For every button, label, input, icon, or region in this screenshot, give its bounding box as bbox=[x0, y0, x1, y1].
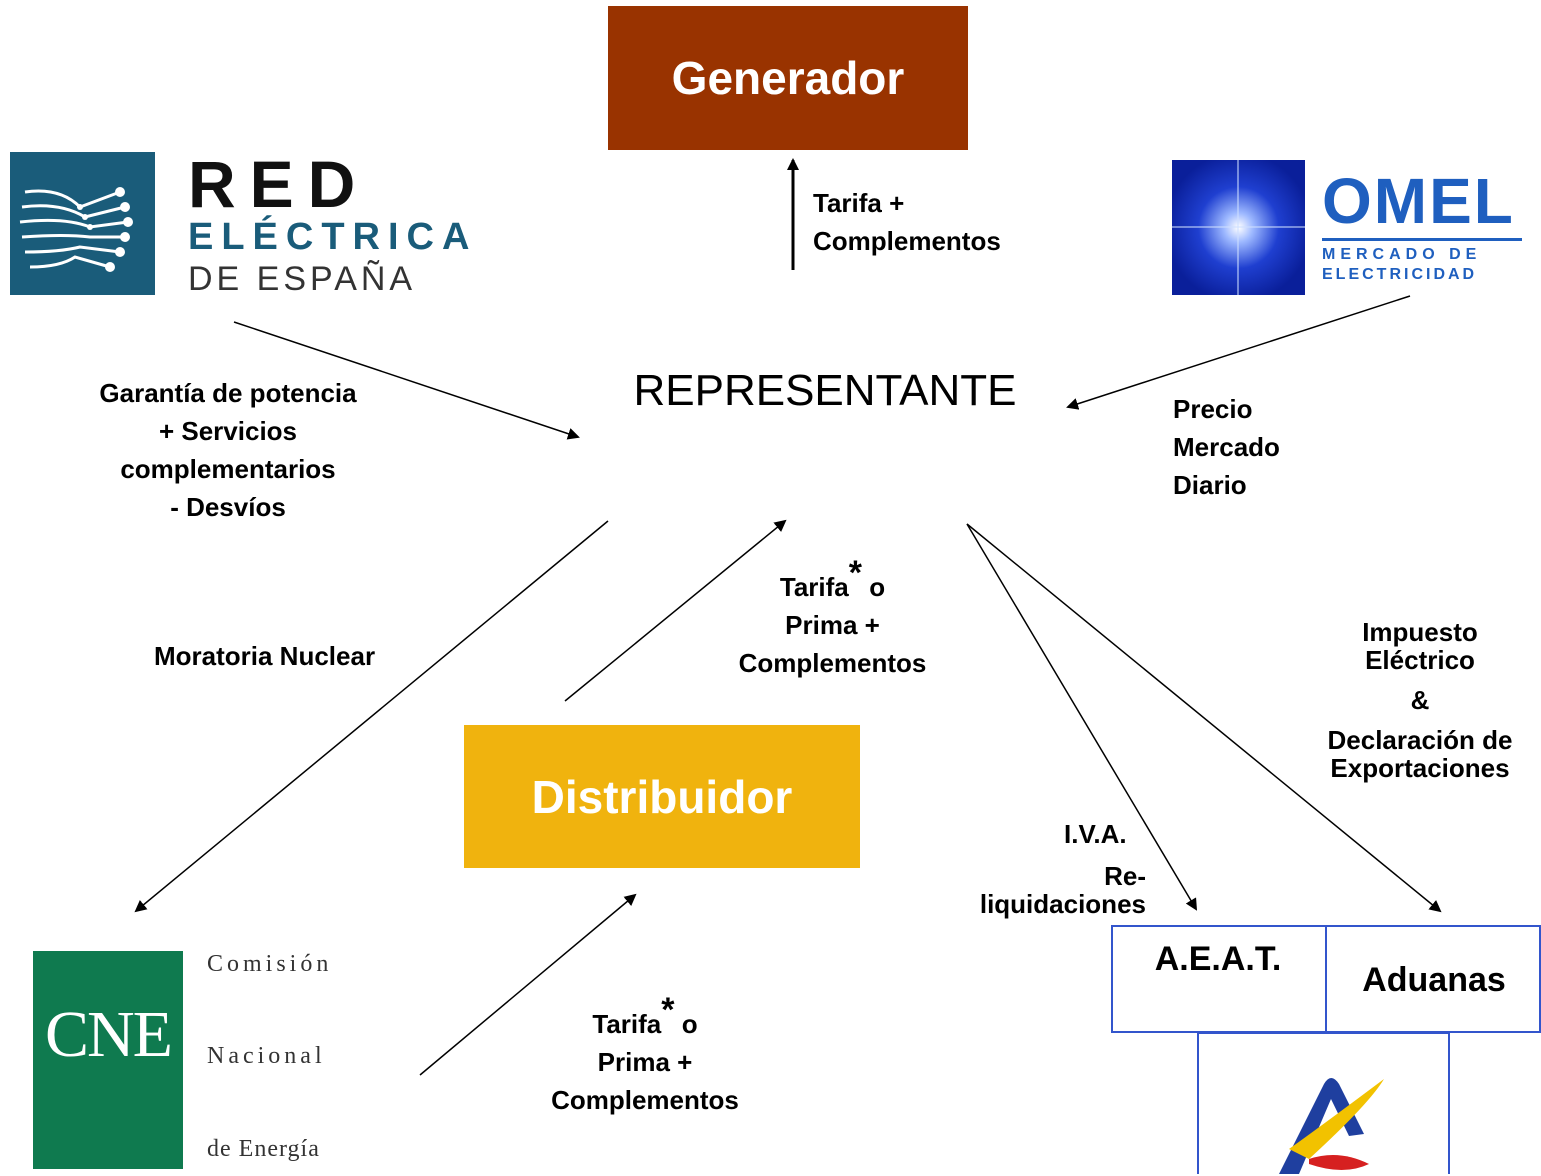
asterisk: * bbox=[848, 554, 862, 592]
ree-logo-line3: DE ESPAÑA bbox=[188, 260, 417, 298]
omel-logo-line3: ELECTRICIDAD bbox=[1322, 266, 1478, 283]
arrow-ree-to-representante bbox=[233, 321, 580, 440]
ree-logo: RED ELÉCTRICA DE ESPAÑA bbox=[10, 147, 490, 298]
generador-label: Generador bbox=[671, 52, 905, 104]
label-tarifa-complementos: Tarifa + Complementos bbox=[813, 184, 1001, 260]
tarifa-word: Tarifa bbox=[592, 1009, 662, 1039]
label-precio-l2: Mercado bbox=[1173, 432, 1280, 462]
omel-logo-line1: OMEL bbox=[1322, 165, 1515, 237]
label-impuesto-l4: Exportaciones bbox=[1330, 753, 1510, 783]
aeat-aduanas-divider bbox=[1325, 925, 1327, 1033]
label-garantia-l3: complementarios bbox=[120, 454, 336, 484]
aduanas-label: Aduanas bbox=[1362, 961, 1506, 999]
label-tarifa-prima-top: Tarifa* o Prima + Complementos bbox=[700, 554, 965, 682]
cne-logo-line1: Comisión bbox=[207, 951, 333, 977]
omel-logo-rule bbox=[1322, 238, 1522, 241]
arrow-representante-to-cne bbox=[134, 520, 609, 913]
label-tarifa-prima-bottom-l2: Prima + bbox=[597, 1047, 693, 1077]
label-impuesto-l2: Eléctrico bbox=[1365, 645, 1475, 675]
ree-logo-line2: ELÉCTRICA bbox=[188, 216, 478, 258]
arrow-representante-to-aeat bbox=[966, 523, 1198, 911]
generador-box: Generador bbox=[608, 6, 968, 150]
asterisk: * bbox=[661, 991, 675, 1029]
ree-logo-line1: RED bbox=[188, 147, 370, 221]
ree-logo-icon bbox=[10, 152, 155, 295]
arrow-omel-to-representante bbox=[1066, 295, 1411, 410]
label-tarifa-complementos-l2: Complementos bbox=[813, 226, 1001, 256]
label-tarifa-prima-bottom-l1: Tarifa* o bbox=[515, 991, 775, 1043]
label-precio-l1: Precio bbox=[1173, 394, 1253, 424]
label-reliq: Re- liquidaciones bbox=[938, 862, 1146, 918]
tarifa-word: Tarifa bbox=[779, 572, 849, 602]
cne-logo: CNE Comisión Nacional de Energía bbox=[33, 945, 393, 1174]
arrow-cne-to-distribuidor bbox=[419, 893, 637, 1076]
omel-logo: OMEL MERCADO DE ELECTRICIDAD bbox=[1172, 160, 1532, 296]
label-garantia-l1: Garantía de potencia bbox=[99, 378, 357, 408]
label-reliq-l2: liquidaciones bbox=[979, 889, 1146, 919]
cne-logo-line2: Nacional bbox=[207, 1043, 326, 1069]
label-moratoria: Moratoria Nuclear bbox=[154, 641, 376, 671]
label-garantia-l4: - Desvíos bbox=[170, 492, 286, 522]
o-word: o bbox=[674, 1009, 698, 1039]
representante-node: REPRESENTANTE bbox=[633, 366, 1017, 415]
cne-logo-line3: de Energía bbox=[207, 1136, 320, 1162]
omel-logo-icon bbox=[1172, 160, 1305, 295]
label-iva: I.V.A. bbox=[1064, 819, 1127, 849]
label-impuesto: Impuesto Eléctrico & Declaración de Expo… bbox=[1300, 618, 1540, 782]
o-word: o bbox=[862, 572, 886, 602]
aeat-label: A.E.A.T. bbox=[1154, 940, 1282, 978]
label-precio: Precio Mercado Diario bbox=[1173, 390, 1280, 504]
label-reliq-l1: Re- bbox=[1104, 861, 1146, 891]
label-impuesto-l3: Declaración de bbox=[1327, 725, 1513, 755]
label-tarifa-prima-bottom-l3: Complementos bbox=[551, 1085, 739, 1115]
label-impuesto-amp: & bbox=[1410, 685, 1430, 715]
cne-logo-abbr: CNE bbox=[45, 998, 173, 1071]
omel-logo-line2: MERCADO DE bbox=[1322, 246, 1482, 263]
agencia-tributaria-logo-icon bbox=[1279, 1078, 1384, 1174]
arrow-distribuidor-to-representante bbox=[564, 519, 787, 702]
label-tarifa-prima-top-l2: Prima + bbox=[785, 610, 880, 640]
cne-logo-square bbox=[33, 951, 183, 1169]
label-garantia: Garantía de potencia + Servicios complem… bbox=[58, 374, 398, 526]
label-tarifa-prima-top-l3: Complementos bbox=[738, 648, 927, 678]
distribuidor-box: Distribuidor bbox=[464, 725, 860, 868]
label-precio-l3: Diario bbox=[1173, 470, 1247, 500]
label-tarifa-prima-top-l1: Tarifa* o bbox=[700, 554, 965, 606]
label-tarifa-prima-bottom: Tarifa* o Prima + Complementos bbox=[515, 991, 775, 1119]
label-tarifa-complementos-l1: Tarifa + bbox=[813, 188, 905, 218]
distribuidor-label: Distribuidor bbox=[531, 770, 793, 823]
agencia-tributaria-logo-box bbox=[1197, 1032, 1450, 1174]
arrow-representante-to-aduanas bbox=[966, 523, 1442, 913]
label-impuesto-l1: Impuesto bbox=[1362, 617, 1478, 647]
label-garantia-l2: + Servicios bbox=[158, 416, 298, 446]
